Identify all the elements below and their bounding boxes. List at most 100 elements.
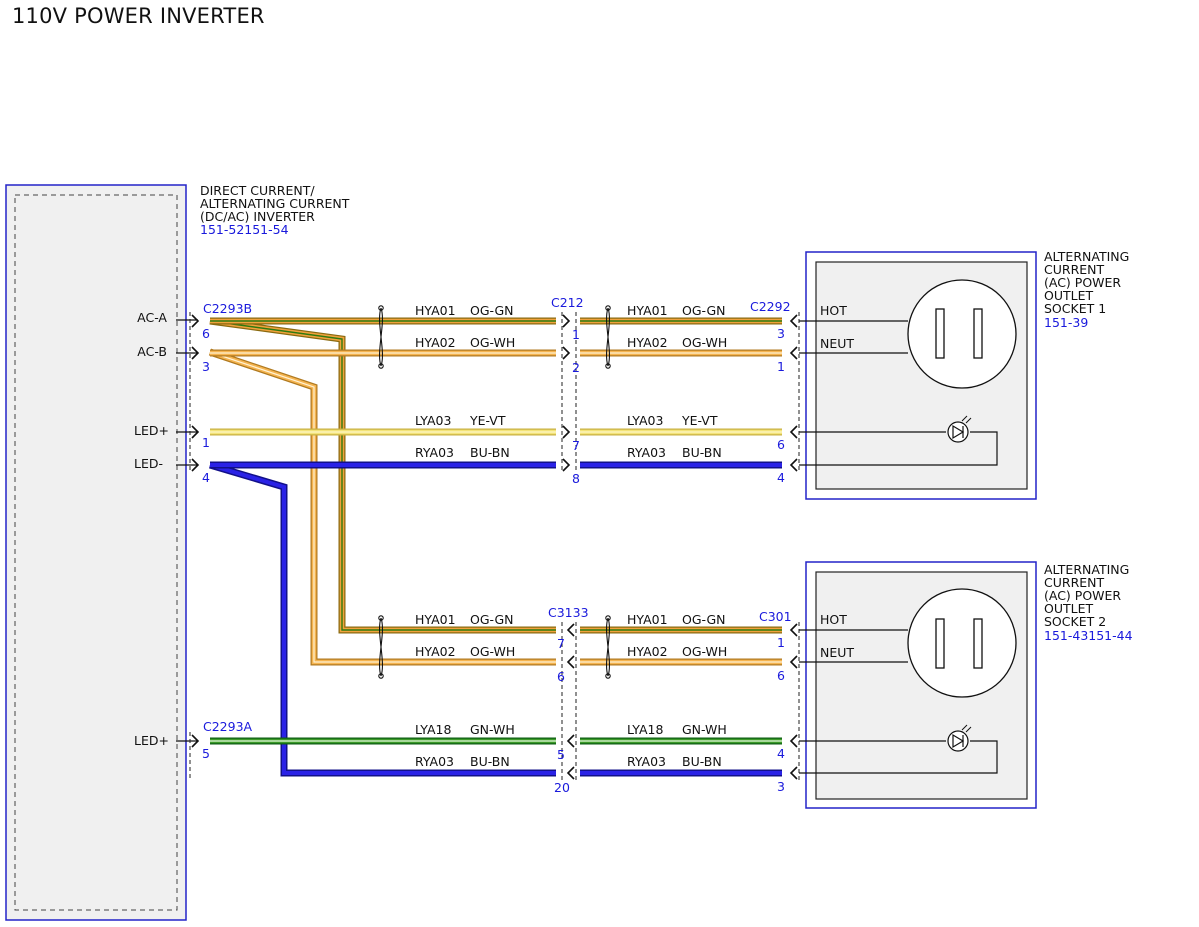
outlet1-hot-label: HOT	[820, 303, 847, 318]
c212-pin-2: 2	[572, 360, 580, 375]
outlet-face-icon	[907, 279, 1017, 389]
connector-c2293a[interactable]: C2293A 5	[202, 719, 253, 761]
wire-label-color: OG-GN	[470, 612, 514, 627]
wire-label-circuit: RYA03	[415, 754, 454, 769]
wire-hya02-to-c3133[interactable]	[208, 348, 556, 666]
wire-label-color: OG-GN	[470, 303, 514, 318]
connector-c212[interactable]: C212 1 2 7 8	[551, 295, 584, 486]
wire-labels-lower: HYA01 OG-GN HYA01 OG-GN HYA02 OG-WH HYA0…	[415, 612, 727, 769]
c212-pin-1: 1	[572, 327, 580, 342]
outlet2-hot-label: HOT	[820, 612, 847, 627]
connector-c2292[interactable]: C2292 3 1 6 4	[750, 299, 791, 485]
inverter-name-line-2: ALTERNATING CURRENT	[200, 196, 350, 211]
outlet2-name-line: SOCKET 2	[1044, 614, 1106, 629]
wire-hya01-to-c3133[interactable]	[209, 317, 556, 634]
c2292-pin-3: 3	[777, 326, 785, 341]
c2293b-pin-6: 6	[202, 326, 210, 341]
outlet1-label: ALTERNATING CURRENT (AC) POWER OUTLET SO…	[1044, 249, 1129, 330]
wire-label-color: BU-BN	[682, 754, 722, 769]
outlet1-name-line: ALTERNATING	[1044, 249, 1129, 264]
wire-label-circuit: LYA03	[627, 413, 663, 428]
inverter-name-line-3: (DC/AC) INVERTER	[200, 209, 315, 224]
wire-label-color: YE-VT	[469, 413, 506, 428]
c2292-pin-4: 4	[777, 470, 785, 485]
wire-label-color: OG-GN	[682, 303, 726, 318]
c2292-pin-6: 6	[777, 437, 785, 452]
outlet2-name-line: CURRENT	[1044, 575, 1104, 590]
outlet2-name-line: ALTERNATING	[1044, 562, 1129, 577]
wire-label-circuit: RYA03	[627, 754, 666, 769]
wire-label-color: BU-BN	[470, 445, 510, 460]
inverter-name-line-1: DIRECT CURRENT/	[200, 183, 315, 198]
c3133-pin-6: 6	[557, 669, 565, 684]
outlet-socket-2[interactable]: HOT NEUT	[799, 561, 1037, 809]
connector-c212-name: C212	[551, 295, 584, 310]
c301-pin-6: 6	[777, 668, 785, 683]
wire-label-circuit: HYA02	[627, 644, 668, 659]
led-icon	[947, 415, 972, 443]
c301-pin-4: 4	[777, 746, 785, 761]
outlet-slot-icon	[935, 308, 945, 359]
wire-label-circuit: HYA01	[415, 612, 456, 627]
wire-label-color: OG-WH	[470, 335, 515, 350]
connector-c3133-name: C3133	[548, 605, 589, 620]
connector-c2293b[interactable]: C2293B 6 3 1 4	[202, 301, 252, 485]
outlet-face-icon	[907, 588, 1017, 698]
wire-label-color: OG-WH	[682, 335, 727, 350]
connector-pin-symbols	[191, 314, 798, 780]
connector-c301-name: C301	[759, 609, 792, 624]
outlet2-label: ALTERNATING CURRENT (AC) POWER OUTLET SO…	[1044, 562, 1133, 643]
wire-label-circuit: RYA03	[415, 445, 454, 460]
wire-label-circuit: HYA01	[627, 612, 668, 627]
c2293b-pin-4: 4	[202, 470, 210, 485]
wire-label-color: YE-VT	[681, 413, 718, 428]
connector-c301[interactable]: C301 1 6 4 3	[759, 609, 792, 794]
c301-pin-3: 3	[777, 779, 785, 794]
c212-pin-8: 8	[572, 471, 580, 486]
wire-label-color: OG-WH	[682, 644, 727, 659]
c2292-pin-1: 1	[777, 359, 785, 374]
outlet-socket-1[interactable]: HOT NEUT	[799, 251, 1037, 500]
wire-label-circuit: LYA18	[415, 722, 451, 737]
led-icon	[947, 724, 972, 752]
pin-led-minus: LED-	[134, 456, 163, 471]
wire-label-circuit: LYA03	[415, 413, 451, 428]
c2293a-pin-5: 5	[202, 746, 210, 761]
wire-label-circuit: HYA01	[627, 303, 668, 318]
wire-label-color: BU-BN	[682, 445, 722, 460]
outlet-slot-icon	[973, 618, 983, 669]
connector-c2292-name: C2292	[750, 299, 791, 314]
wire-label-circuit: HYA01	[415, 303, 456, 318]
outlet1-name-line: CURRENT	[1044, 262, 1104, 277]
wire-label-color: GN-WH	[470, 722, 515, 737]
wire-rya03-to-socket2[interactable]	[209, 461, 556, 777]
pin-led-plus-2: LED+	[134, 733, 169, 748]
connector-c3133[interactable]: C3133 7 6 5 20	[548, 605, 589, 795]
connector-c2293a-name: C2293A	[203, 719, 253, 734]
page-title: 110V POWER INVERTER	[12, 4, 265, 28]
wire-label-circuit: HYA02	[627, 335, 668, 350]
c3133-pin-5: 5	[557, 747, 565, 762]
outlet1-name-line: OUTLET	[1044, 288, 1093, 303]
wire-label-color: BU-BN	[470, 754, 510, 769]
outlet2-name-line: (AC) POWER	[1044, 588, 1121, 603]
wire-labels-upper: HYA01 OG-GN HYA01 OG-GN HYA02 OG-WH HYA0…	[415, 303, 727, 460]
outlet2-ref: 151-43151-44	[1044, 628, 1133, 643]
outlet2-name-line: OUTLET	[1044, 601, 1093, 616]
wire-label-color: OG-WH	[470, 644, 515, 659]
c2293b-pin-1: 1	[202, 435, 210, 450]
c3133-pin-20: 20	[554, 780, 570, 795]
inverter-pins: AC-A AC-B LED+ LED- LED+	[134, 310, 198, 748]
c2293b-pin-3: 3	[202, 359, 210, 374]
wire-label-circuit: LYA18	[627, 722, 663, 737]
outlet1-ref: 151-39	[1044, 315, 1088, 330]
wire-label-circuit: HYA02	[415, 335, 456, 350]
outlet2-neut-label: NEUT	[820, 645, 854, 660]
pin-led-plus: LED+	[134, 423, 169, 438]
outlet1-name-line: SOCKET 1	[1044, 301, 1106, 316]
wire-label-circuit: RYA03	[627, 445, 666, 460]
inverter-component[interactable]	[5, 184, 187, 921]
outlet1-name-line: (AC) POWER	[1044, 275, 1121, 290]
pin-ac-b: AC-B	[137, 344, 167, 359]
